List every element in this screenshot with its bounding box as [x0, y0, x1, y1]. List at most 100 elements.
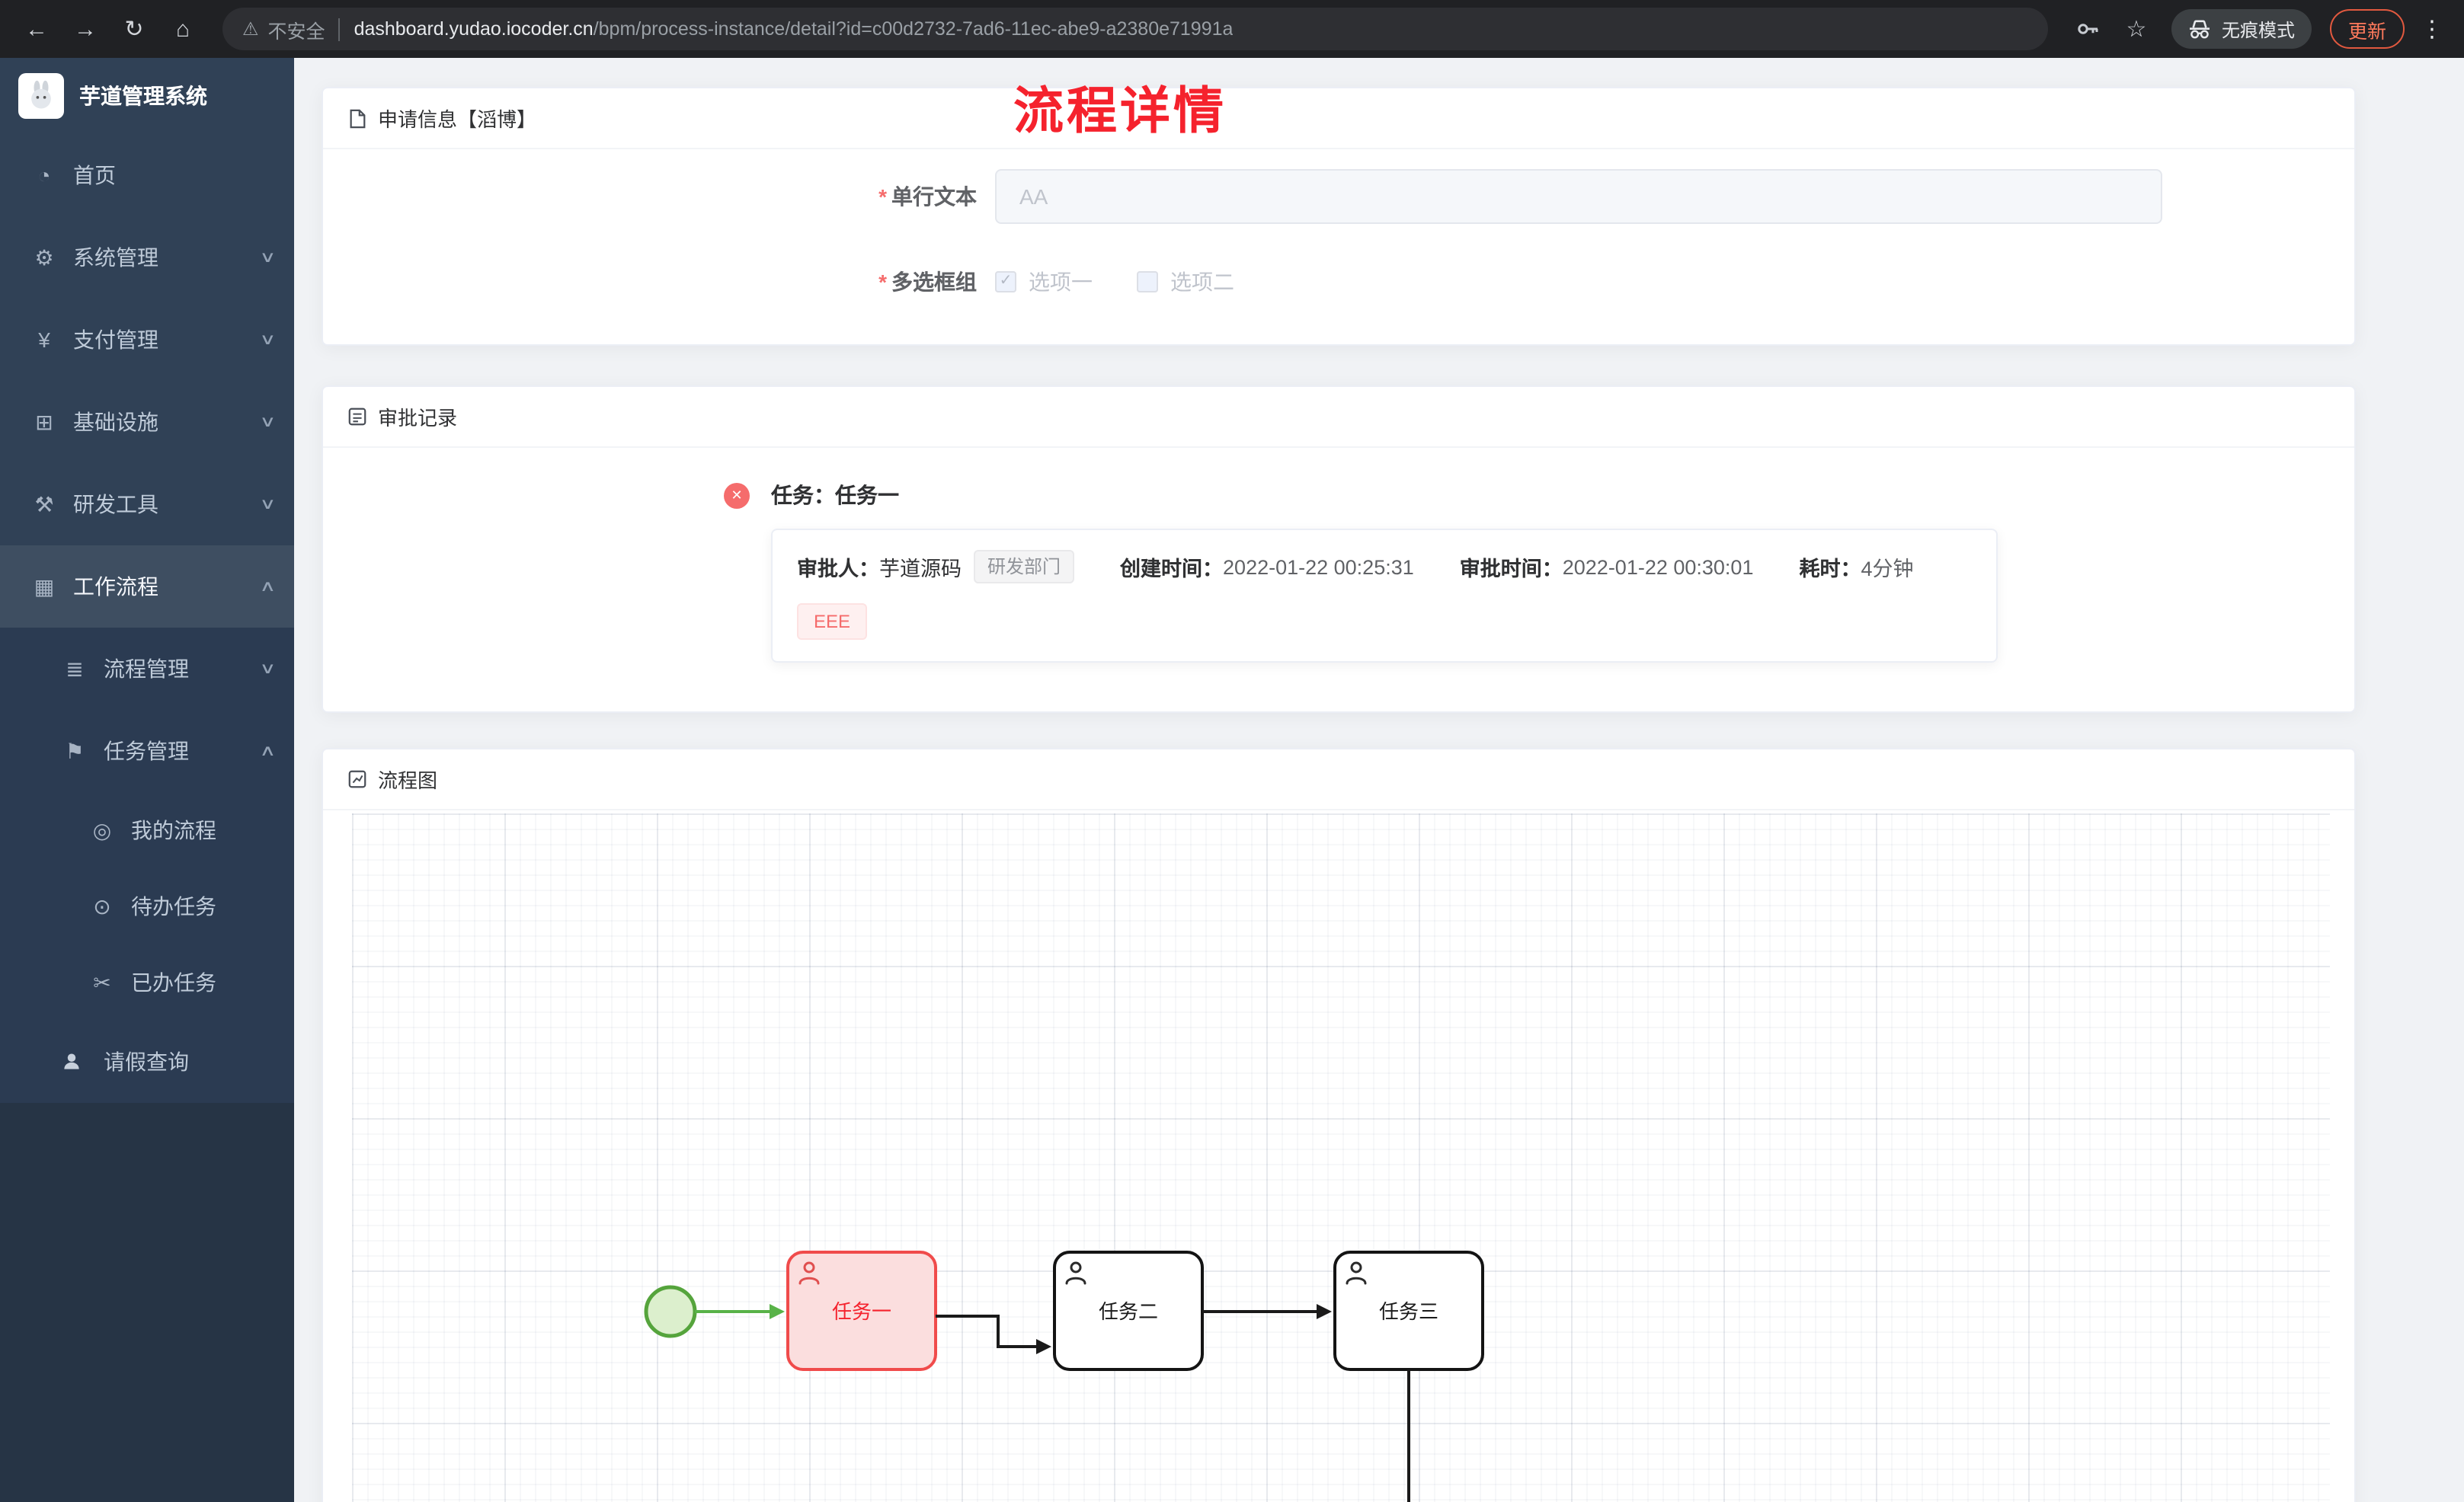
sidebar-item-label: 已办任务	[131, 970, 216, 995]
checkbox-option-1-label: 选项一	[1029, 270, 1093, 294]
sidebar-item-label: 工作流程	[73, 574, 158, 599]
single-line-text-input[interactable]	[995, 169, 2162, 224]
done-tasks-icon: ✂	[93, 970, 111, 994]
apply-info-card: 申请信息【滔博】 *单行文本 *多选框组 ✓ 选项一	[322, 87, 2356, 346]
approved-time-value: 2022-01-22 00:30:01	[1562, 555, 1754, 578]
process-diagram-card-header: 流程图	[323, 749, 2354, 810]
user-task-icon	[1346, 1261, 1367, 1285]
text-field-row: *单行文本	[323, 169, 2354, 224]
rejected-status-icon: ✕	[724, 482, 750, 508]
my-process-icon: ◎	[92, 817, 112, 842]
sidebar-item-home[interactable]: ◔ 首页	[0, 134, 294, 216]
sidebar-item-todo-tasks[interactable]: ⊙ 待办任务	[0, 868, 294, 944]
browser-toolbar: ← → ↻ ⌂ ⚠ 不安全 dashboard.yudao.iocoder.cn…	[0, 0, 2464, 58]
sidebar-item-label: 我的流程	[131, 818, 216, 842]
app-logo-icon	[18, 73, 64, 119]
sidebar-nav: 芋道管理系统 ◔ 首页 ⚙ 系统管理 ∨ ¥ 支付管理 ∨ ⊞ 基础设施 ∨	[0, 58, 294, 1103]
app-title: 芋道管理系统	[79, 84, 207, 108]
checkbox-unchecked-icon	[1137, 271, 1158, 292]
sidebar-item-done-tasks[interactable]: ✂ 已办任务	[0, 944, 294, 1021]
checkbox-option-2[interactable]: 选项二	[1137, 267, 1234, 297]
checkbox-checked-icon: ✓	[995, 271, 1016, 292]
process-diagram-card-title: 流程图	[378, 769, 438, 792]
refresh-icon[interactable]: ↻	[124, 17, 144, 43]
sidebar-item-devtools[interactable]: ⚒ 研发工具 ∨	[0, 463, 294, 545]
sidebar-item-label: 待办任务	[131, 894, 216, 919]
tools-icon: ⚒	[34, 491, 54, 516]
checkbox-option-1[interactable]: ✓ 选项一	[995, 267, 1093, 297]
sidebar-item-label: 首页	[73, 163, 116, 187]
sidebar-item-workflow[interactable]: ▦ 工作流程 ∧	[0, 545, 294, 628]
checkbox-option-2-label: 选项二	[1170, 270, 1234, 294]
text-field-label: *单行文本	[878, 184, 977, 209]
sidebar-item-label: 研发工具	[73, 492, 158, 516]
sidebar-item-label: 请假查询	[104, 1050, 189, 1074]
workflow-submenu: ≣ 流程管理 ∨ ⚑ 任务管理 ∧ ◎ 我的流程 ⊙ 待办任务	[0, 628, 294, 1103]
document-icon	[347, 107, 367, 129]
gear-icon: ⚙	[34, 244, 54, 269]
arrowhead	[1317, 1304, 1332, 1319]
approver-name: 芋道源码	[879, 558, 962, 580]
sidebar-item-label: 基础设施	[73, 410, 158, 434]
department-tag: 研发部门	[974, 550, 1075, 583]
sidebar-item-task-management[interactable]: ⚑ 任务管理 ∧	[0, 710, 294, 792]
bpmn-canvas[interactable]: 任务一 任务二	[352, 813, 2330, 1502]
sidebar-item-leave-query[interactable]: 请假查询	[0, 1021, 294, 1103]
security-label: 不安全	[267, 21, 325, 42]
security-chip[interactable]: ⚠ 不安全	[242, 14, 325, 43]
sidebar: 芋道管理系统 ◔ 首页 ⚙ 系统管理 ∨ ¥ 支付管理 ∨ ⊞ 基础设施 ∨	[0, 58, 294, 1502]
key-icon[interactable]	[2066, 8, 2109, 50]
required-marker: *	[878, 184, 887, 209]
omnibox-divider	[338, 18, 341, 40]
bookmark-star-icon[interactable]: ☆	[2126, 17, 2147, 43]
approval-comment-tag: EEE	[797, 603, 868, 640]
chevron-down-icon: ∨	[258, 660, 276, 677]
back-icon[interactable]: ←	[25, 16, 48, 42]
sidebar-item-my-process[interactable]: ◎ 我的流程	[0, 792, 294, 868]
sidebar-item-payment[interactable]: ¥ 支付管理 ∨	[0, 299, 294, 381]
address-bar[interactable]: ⚠ 不安全 dashboard.yudao.iocoder.cn/bpm/pro…	[222, 8, 2048, 50]
infrastructure-icon: ⊞	[35, 409, 53, 433]
incognito-badge: 无痕模式	[2171, 9, 2312, 49]
sidebar-item-infrastructure[interactable]: ⊞ 基础设施 ∨	[0, 381, 294, 463]
person-icon	[61, 1051, 88, 1072]
approval-detail-card: 审批人： 芋道源码 研发部门 创建时间： 2022-01-22 00:25:31…	[771, 529, 1998, 663]
process-diagram-card: 流程图 任务一	[322, 748, 2356, 1502]
home-icon[interactable]: ⌂	[175, 16, 190, 42]
forward-icon[interactable]: →	[74, 16, 97, 42]
app-logo-row[interactable]: 芋道管理系统	[0, 58, 294, 134]
chevron-down-icon: ∨	[258, 249, 276, 266]
approval-detail-line: 审批人： 芋道源码 研发部门 创建时间： 2022-01-22 00:25:31…	[797, 550, 1972, 583]
user-task-icon	[798, 1261, 820, 1285]
warning-icon: ⚠	[242, 18, 259, 40]
sidebar-item-label: 支付管理	[73, 328, 158, 352]
task-node-1[interactable]	[786, 1251, 937, 1371]
apply-info-card-title: 申请信息【滔博】	[378, 108, 537, 131]
sequence-flow-1-2	[936, 1315, 1036, 1348]
update-button[interactable]: 更新	[2329, 9, 2405, 49]
chevron-up-icon: ∧	[258, 743, 276, 759]
bpmn-diagram: 任务一 任务二	[644, 1251, 1484, 1502]
eye-icon: ⊙	[93, 893, 111, 918]
checkbox-group: ✓ 选项一 选项二	[995, 267, 1234, 297]
chevron-down-icon: ∨	[258, 331, 276, 348]
incognito-icon	[2188, 19, 2211, 39]
sidebar-item-label: 任务管理	[104, 739, 189, 763]
list-icon: ≣	[66, 656, 84, 680]
sidebar-item-process-management[interactable]: ≣ 流程管理 ∨	[0, 628, 294, 710]
created-time-value: 2022-01-22 00:25:31	[1223, 555, 1414, 578]
arrowhead	[1036, 1339, 1051, 1354]
approved-time-label: 审批时间：	[1459, 558, 1563, 580]
browser-menu-icon[interactable]: ⋮	[2421, 17, 2443, 43]
sidebar-item-system[interactable]: ⚙ 系统管理 ∨	[0, 216, 294, 299]
chevron-down-icon: ∨	[258, 496, 276, 513]
main-content: 流程详情 申请信息【滔博】 *单行文本 *多选框	[294, 58, 2464, 1502]
duration-label: 耗时：	[1799, 558, 1861, 580]
url-domain: dashboard.yudao.iocoder.cn	[354, 18, 594, 40]
arrowhead	[770, 1304, 785, 1319]
chevron-down-icon: ∨	[258, 414, 276, 430]
checkbox-field-row: *多选框组 ✓ 选项一 选项二	[323, 267, 2354, 297]
page-title: 流程详情	[1013, 82, 1227, 139]
start-event-node[interactable]	[644, 1285, 697, 1338]
yen-icon: ¥	[38, 328, 50, 352]
